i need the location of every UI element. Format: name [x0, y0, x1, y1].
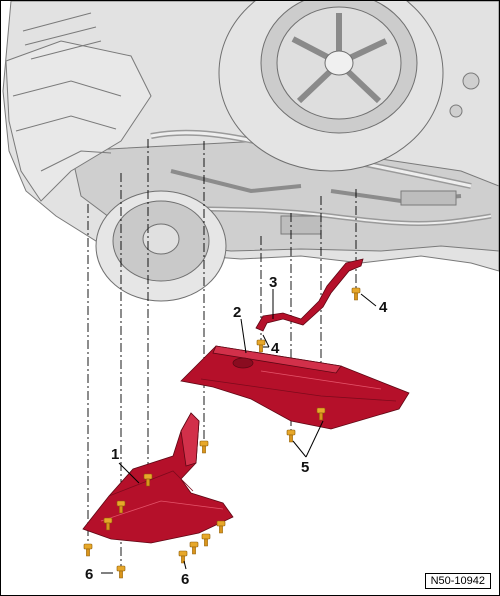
bolt-icon — [189, 541, 199, 555]
callout-6-right: 6 — [181, 571, 189, 588]
bolt-icon — [178, 550, 188, 564]
reference-code-label: N50-10942 — [424, 573, 491, 589]
bolt-icon — [199, 440, 209, 454]
callout-3: 3 — [269, 274, 277, 291]
bolt-icon — [216, 520, 226, 534]
callout-4-lower: 4 — [271, 340, 280, 357]
callout-4-upper: 4 — [379, 299, 388, 316]
callout-1: 1 — [111, 446, 119, 463]
rear-wheel — [218, 1, 444, 172]
bolt-icon — [83, 543, 93, 557]
bracket-strip — [255, 258, 364, 332]
bolt-icon — [286, 429, 296, 443]
callout-5: 5 — [301, 459, 309, 476]
callout-2: 2 — [233, 304, 241, 321]
bolt-icon — [201, 533, 211, 547]
bolt-icon — [351, 287, 361, 301]
front-wheel — [95, 190, 227, 302]
underbody-panel-front — [82, 412, 234, 544]
underbody-panel-middle — [180, 345, 410, 430]
bolt-icon — [116, 565, 126, 579]
callout-pointers — [101, 289, 377, 574]
bolt-icon — [256, 339, 266, 353]
callout-6-left: 6 — [85, 566, 93, 583]
